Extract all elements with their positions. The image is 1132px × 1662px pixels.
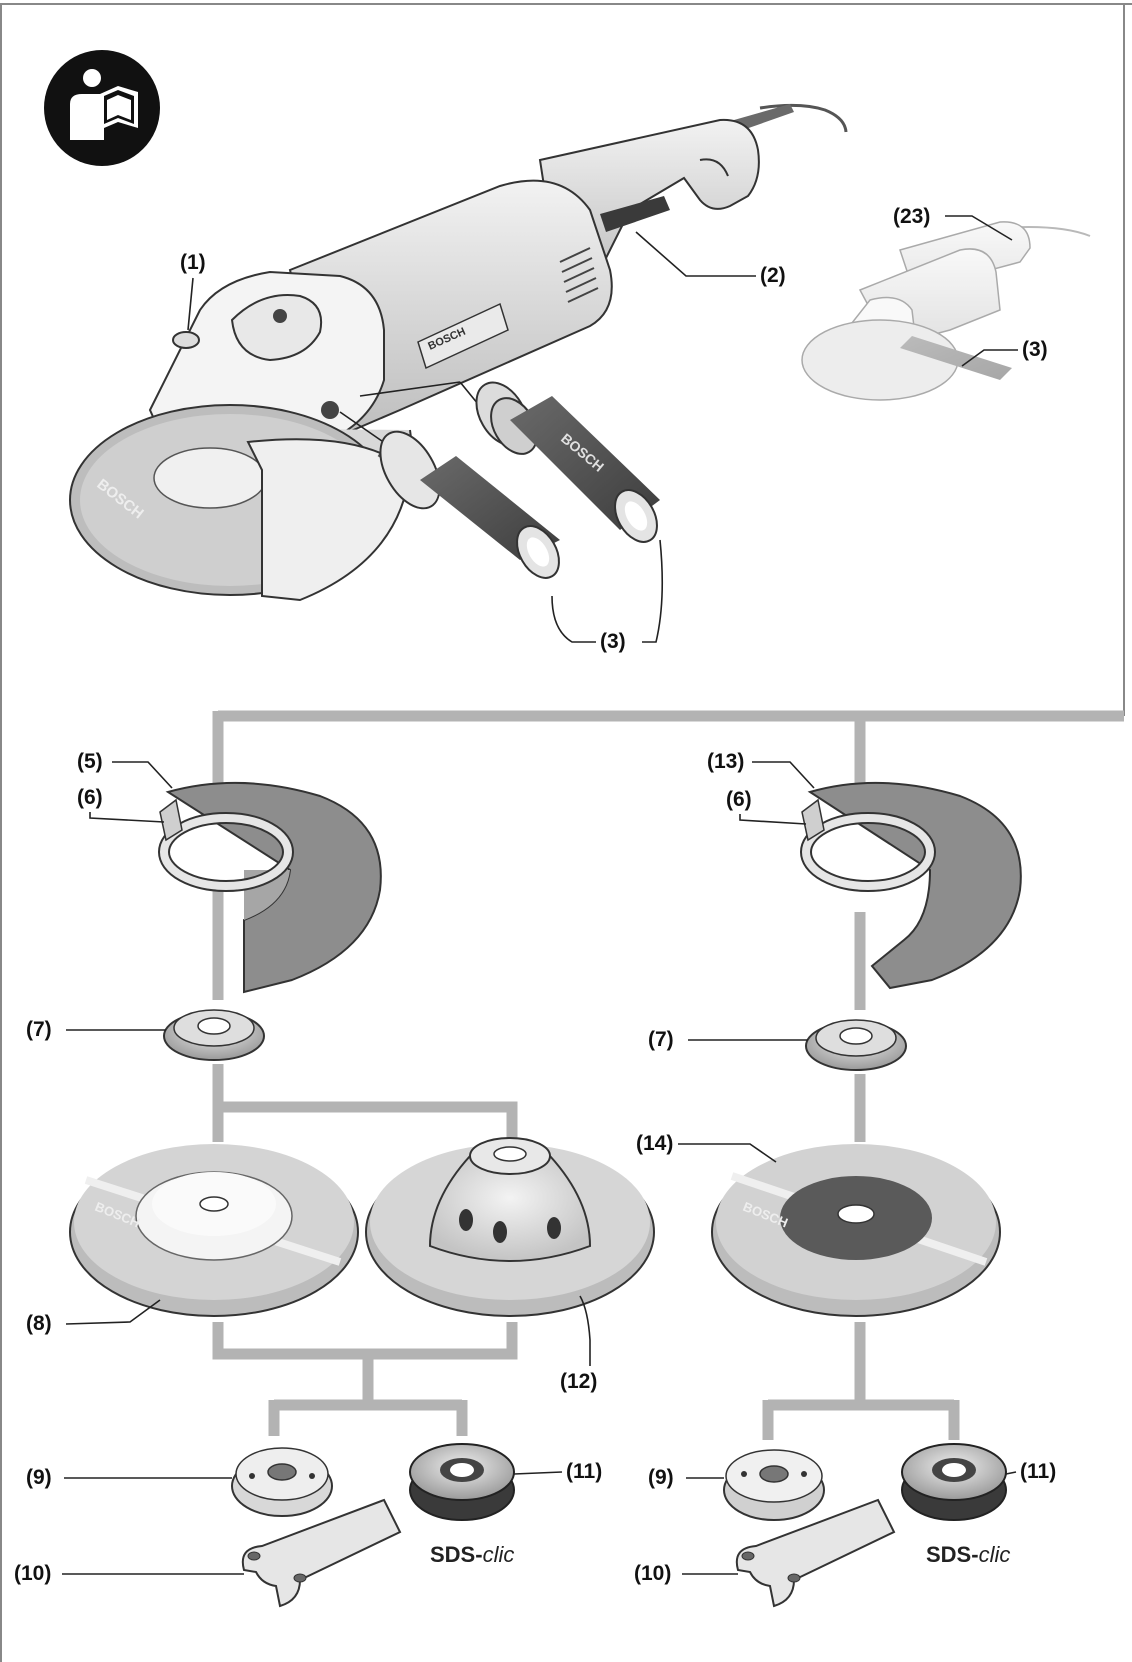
label-mounting-flange: (7) [26, 1018, 52, 1041]
protection-guard-grinding [158, 781, 382, 994]
label-on-off-switch: (2) [760, 264, 786, 287]
label-auxiliary-handle-preview: (3) [1022, 338, 1048, 361]
carbide-grinding-head [365, 1137, 655, 1317]
label-quick-clamping-nut: (11) [566, 1460, 602, 1483]
assembly-tree-lines [212, 710, 1124, 1440]
label-clamping-nut: (9) [26, 1466, 52, 1489]
sds-clic-prefix-right: SDS- [926, 1542, 979, 1567]
mounting-flange [163, 1009, 265, 1061]
sds-clic-suffix-left: clic [483, 1542, 515, 1567]
label-protection-guard-cutting: (13) [707, 750, 744, 773]
label-locking-lever: (6) [77, 786, 103, 809]
label-mounting-flange-right: (7) [648, 1028, 674, 1051]
cutting-disc: BOSCH [711, 1144, 1001, 1317]
label-carbide-grinding-head: (12) [560, 1370, 597, 1393]
label-cutting-disc: (14) [636, 1132, 673, 1155]
label-auxiliary-handle: (3) [600, 630, 626, 653]
label-two-pin-spanner-right: (10) [634, 1562, 671, 1585]
mounting-flange-right [805, 1019, 907, 1071]
auxiliary-handle-vibration: BOSCH [359, 381, 660, 543]
label-locking-lever-right: (6) [726, 788, 752, 811]
label-cable: (23) [893, 205, 930, 228]
label-two-pin-spanner: (10) [14, 1562, 51, 1585]
label-grinding-disc: (8) [26, 1312, 52, 1335]
grinder-with-handle-preview [801, 221, 1091, 401]
grinding-disc: BOSCH [69, 1144, 359, 1317]
sds-clic-prefix-left: SDS- [430, 1542, 483, 1567]
quick-clamping-nut-right [901, 1443, 1007, 1521]
label-clamping-nut-right: (9) [648, 1466, 674, 1489]
clamping-nut-right [723, 1449, 825, 1521]
label-protection-guard-grinding: (5) [77, 750, 103, 773]
read-manual-icon [44, 50, 160, 166]
two-pin-spanner-right [735, 1498, 896, 1608]
sds-clic-suffix-right: clic [979, 1542, 1011, 1567]
label-on-off-switch-lock: (1) [180, 251, 206, 274]
sds-clic-brand-right: SDS-clic [926, 1542, 1010, 1567]
protection-guard-cutting [800, 781, 1022, 990]
angle-grinder: BOSCH BOSCH [69, 103, 848, 602]
label-quick-clamping-nut-right: (11) [1020, 1460, 1056, 1483]
quick-clamping-nut [409, 1443, 515, 1521]
two-pin-spanner [241, 1498, 402, 1608]
clamping-nut [231, 1447, 333, 1517]
auxiliary-handle-straight [339, 411, 560, 579]
page-frame [0, 3, 1132, 1662]
sds-clic-brand-left: SDS-clic [430, 1542, 514, 1567]
